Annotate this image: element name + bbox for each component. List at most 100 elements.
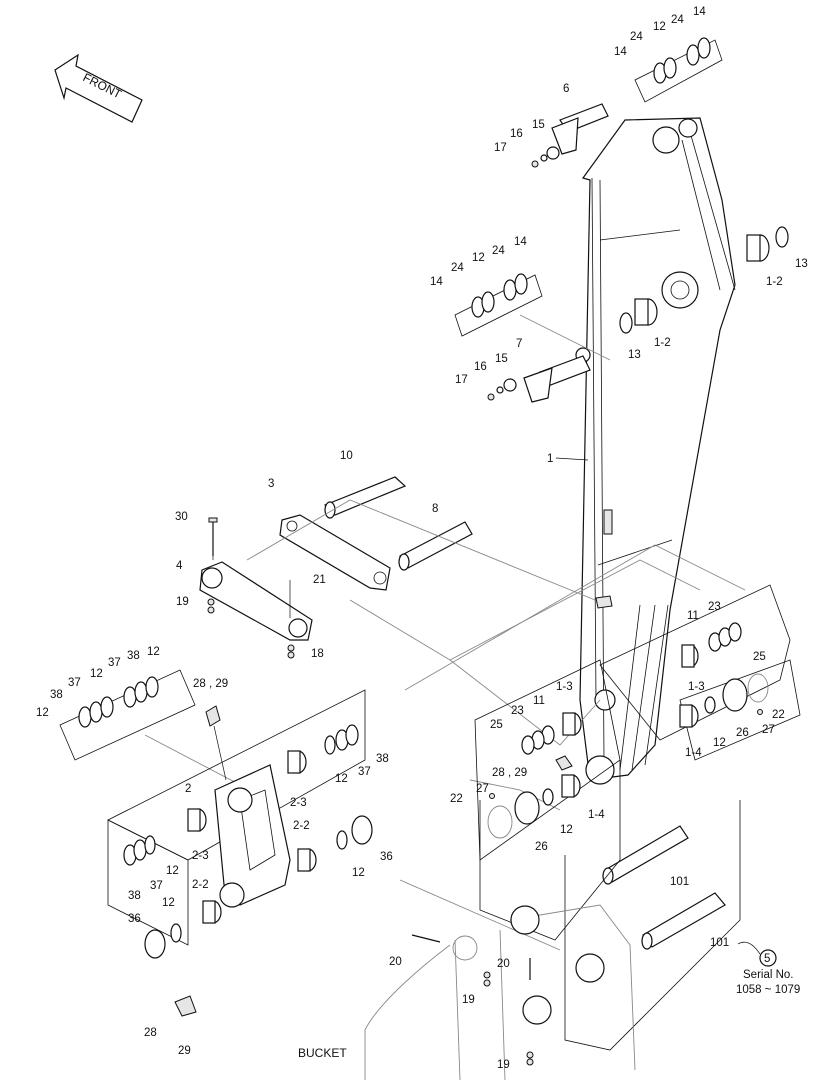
callout-11: 11 [533, 695, 545, 707]
callout-24: 24 [630, 31, 643, 43]
callout-3: 3 [268, 478, 274, 490]
callout-18: 18 [311, 648, 324, 660]
seal-group-22-26-lower [487, 755, 581, 839]
callout-26: 26 [535, 841, 548, 853]
callout-19: 19 [497, 1059, 510, 1071]
ring-36-right [336, 815, 373, 850]
callout-12: 12 [653, 21, 666, 33]
callout-12: 12 [90, 668, 103, 680]
callout-101: 101 [710, 937, 729, 949]
arm-link-2 [107, 689, 366, 946]
callout-16: 16 [474, 361, 487, 373]
nut-18 [287, 644, 295, 659]
callout-2-3: 2-3 [192, 850, 209, 862]
callout-29: 29 [178, 1045, 191, 1057]
seal-stack-link-left [123, 835, 156, 866]
callout-17: 17 [494, 142, 507, 154]
callout-12: 12 [335, 773, 348, 785]
callout-2-2: 2-2 [293, 820, 310, 832]
seal-group-left-lower-boom [474, 659, 621, 861]
callout-21: 21 [313, 574, 326, 586]
link-3 [279, 514, 391, 591]
seal-stack-left-upper [59, 669, 196, 761]
callout-19: 19 [462, 994, 475, 1006]
leader-lines [144, 314, 746, 951]
grease-fitting-upper [205, 705, 227, 781]
callout-4: 4 [176, 560, 183, 572]
callout-36: 36 [128, 913, 141, 925]
callout-101: 101 [670, 876, 689, 888]
callout-14: 14 [693, 6, 706, 18]
serial-title: Serial No. [743, 969, 794, 981]
serial-range: 1058 ~ 1079 [736, 984, 800, 996]
callout-labels: 14 24 12 24 14 6 15 16 17 13 1-2 14 24 1… [36, 6, 808, 1071]
seal-stack-link-right [324, 724, 359, 755]
ring-36-left [144, 923, 182, 959]
callout-15: 15 [532, 119, 545, 131]
callout-2-2: 2-2 [192, 879, 209, 891]
boom-arm [575, 117, 736, 785]
callout-20: 20 [389, 956, 402, 968]
callout-12: 12 [352, 867, 365, 879]
callout-12: 12 [560, 824, 573, 836]
pin-101-lower [641, 892, 726, 950]
callout-1-3: 1-3 [688, 681, 705, 693]
serial-box-lines [479, 760, 741, 1051]
callout-36: 36 [380, 851, 393, 863]
callout-37: 37 [358, 766, 371, 778]
callout-38: 38 [127, 650, 140, 662]
grease-fitting-lower [174, 995, 197, 1017]
callout-10: 10 [340, 450, 353, 462]
callout-37: 37 [150, 880, 163, 892]
callout-27: 27 [476, 783, 489, 795]
callout-8: 8 [432, 503, 438, 515]
callout-38: 38 [50, 689, 63, 701]
callout-28-29: 28 , 29 [492, 767, 527, 779]
callout-25: 25 [490, 719, 503, 731]
callout-14: 14 [430, 276, 443, 288]
callout-13: 13 [795, 258, 808, 270]
callout-24: 24 [451, 262, 464, 274]
callout-27: 27 [762, 724, 775, 736]
link-4 [199, 525, 313, 641]
front-direction-arrow: FRONT [54, 53, 143, 123]
callout-22: 22 [450, 793, 463, 805]
callout-24: 24 [671, 14, 684, 26]
callout-1: 1 [547, 453, 553, 465]
callout-1-3: 1-3 [556, 681, 573, 693]
bushing-1-2-lower [619, 298, 658, 334]
callout-14: 14 [614, 46, 627, 58]
callout-1-4: 1-4 [588, 809, 605, 821]
callout-22: 22 [772, 709, 785, 721]
callout-28-29: 28 , 29 [193, 678, 228, 690]
bolt-30 [208, 517, 218, 556]
seal-group-11-23-25 [599, 584, 791, 741]
callout-7: 7 [516, 338, 522, 350]
callout-1-2: 1-2 [766, 276, 783, 288]
callout-37: 37 [68, 677, 81, 689]
callout-28: 28 [144, 1027, 157, 1039]
callout-23: 23 [511, 705, 524, 717]
callout-12: 12 [472, 252, 485, 264]
bushing-1-2-upper [746, 226, 789, 262]
callout-14: 14 [514, 236, 527, 248]
pin-7 [487, 355, 591, 403]
callout-11: 11 [687, 610, 699, 622]
pin-10 [323, 476, 407, 519]
callout-12: 12 [166, 865, 179, 877]
callout-12: 12 [36, 707, 49, 719]
seal-stack-top-right [634, 37, 723, 103]
callout-25: 25 [753, 651, 766, 663]
callout-16: 16 [510, 128, 523, 140]
callout-20: 20 [497, 958, 510, 970]
nut-19-link [207, 598, 215, 614]
callout-30: 30 [175, 511, 188, 523]
callout-24: 24 [492, 245, 505, 257]
seal-stack-mid [454, 273, 543, 337]
callout-38: 38 [128, 890, 141, 902]
callout-37: 37 [108, 657, 121, 669]
callout-12: 12 [147, 646, 160, 658]
callout-13: 13 [628, 349, 641, 361]
callout-12: 12 [713, 737, 726, 749]
seal-group-22-26-27 [679, 659, 801, 761]
